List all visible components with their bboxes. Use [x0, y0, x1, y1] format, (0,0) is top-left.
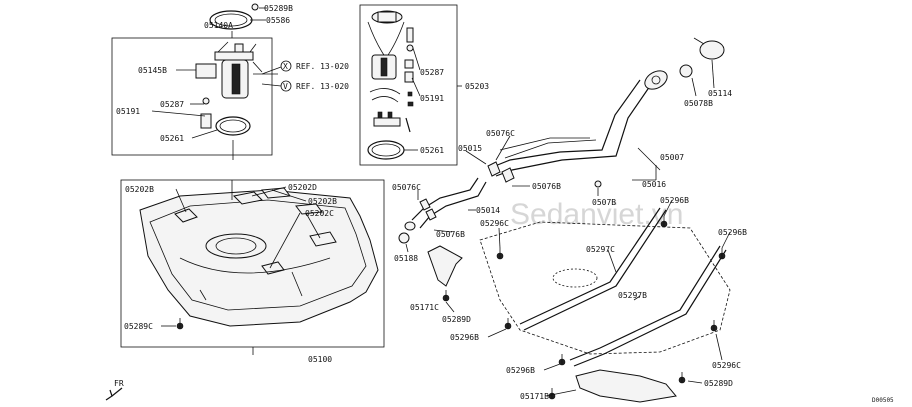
label-05114: 05114 — [708, 89, 732, 98]
tank-strap-parts — [519, 207, 727, 367]
ref-x-marker — [280, 60, 292, 72]
label-05202B-a: 05202B — [125, 185, 154, 194]
label-05296B-d: 05296B — [506, 366, 535, 375]
label-05289D-a: 05289D — [442, 315, 471, 324]
label-0507B: 0507B — [592, 198, 616, 207]
label-05007: 05007 — [660, 153, 684, 162]
label-ref-x: REF. 13-020 — [296, 62, 349, 71]
pump-kit-group-box — [359, 4, 458, 166]
label-05171C: 05171C — [410, 303, 439, 312]
fuel-tank-part — [139, 187, 379, 327]
bolt-part — [251, 3, 259, 11]
label-05014: 05014 — [476, 206, 500, 215]
label-05078B: 05078B — [684, 99, 713, 108]
ref-v-letter: V — [283, 82, 288, 91]
heat-protector-part — [479, 221, 731, 355]
label-05287-b: 05287 — [420, 68, 444, 77]
label-05296B-b: 05296B — [718, 228, 747, 237]
label-05202C: 05202C — [305, 209, 334, 218]
label-05015: 05015 — [458, 144, 482, 153]
label-05171B: 05171B — [520, 392, 549, 401]
label-05296B-a: 05296B — [660, 196, 689, 205]
label-05296C-a: 05296C — [480, 219, 509, 228]
label-05140A: 05140A — [204, 21, 233, 30]
label-05287-a: 05287 — [160, 100, 184, 109]
label-05202D: 05202D — [288, 183, 317, 192]
fuel-tank-group-box — [120, 179, 385, 348]
label-ref-v: REF. 13-020 — [296, 82, 349, 91]
label-05191-a: 05191 — [116, 107, 140, 116]
label-05076B-a: 05076B — [532, 182, 561, 191]
label-05586: 05586 — [266, 16, 290, 25]
label-05202B-b: 05202B — [308, 197, 337, 206]
label-05188: 05188 — [394, 254, 418, 263]
fuel-cap-part — [679, 37, 725, 78]
diagram-code: D00505 — [872, 397, 894, 404]
fuel-pump-module-part — [195, 41, 278, 99]
label-front: FR — [114, 379, 124, 388]
label-05145B: 05145B — [138, 66, 167, 75]
label-05076C-b: 05076C — [392, 183, 421, 192]
label-05289C: 05289C — [124, 322, 153, 331]
label-05289D-b: 05289D — [704, 379, 733, 388]
label-05297B: 05297B — [618, 291, 647, 300]
label-05261-a: 05261 — [160, 134, 184, 143]
label-05296C-b: 05296C — [712, 361, 741, 370]
pump-kit-parts — [367, 10, 414, 160]
label-05016: 05016 — [642, 180, 666, 189]
label-05261-b: 05261 — [420, 146, 444, 155]
label-05076B-b: 05076B — [436, 230, 465, 239]
label-05076C-a: 05076C — [486, 129, 515, 138]
label-05296B-c: 05296B — [450, 333, 479, 342]
label-05100: 05100 — [308, 355, 332, 364]
label-05191-b: 05191 — [420, 94, 444, 103]
grommet-part — [398, 232, 410, 244]
front-direction-arrow-icon — [105, 387, 123, 401]
under-cover-part — [575, 369, 677, 403]
ref-x-letter: X — [283, 62, 288, 71]
watermark: Sedanviet.vn — [510, 198, 683, 231]
label-05297C: 05297C — [586, 245, 615, 254]
label-05203: 05203 — [465, 82, 489, 91]
pump-module-group-box — [111, 37, 273, 156]
gasket-ring-part — [215, 116, 251, 136]
filler-neck-part — [489, 70, 668, 177]
label-05289B: 05289B — [264, 4, 293, 13]
